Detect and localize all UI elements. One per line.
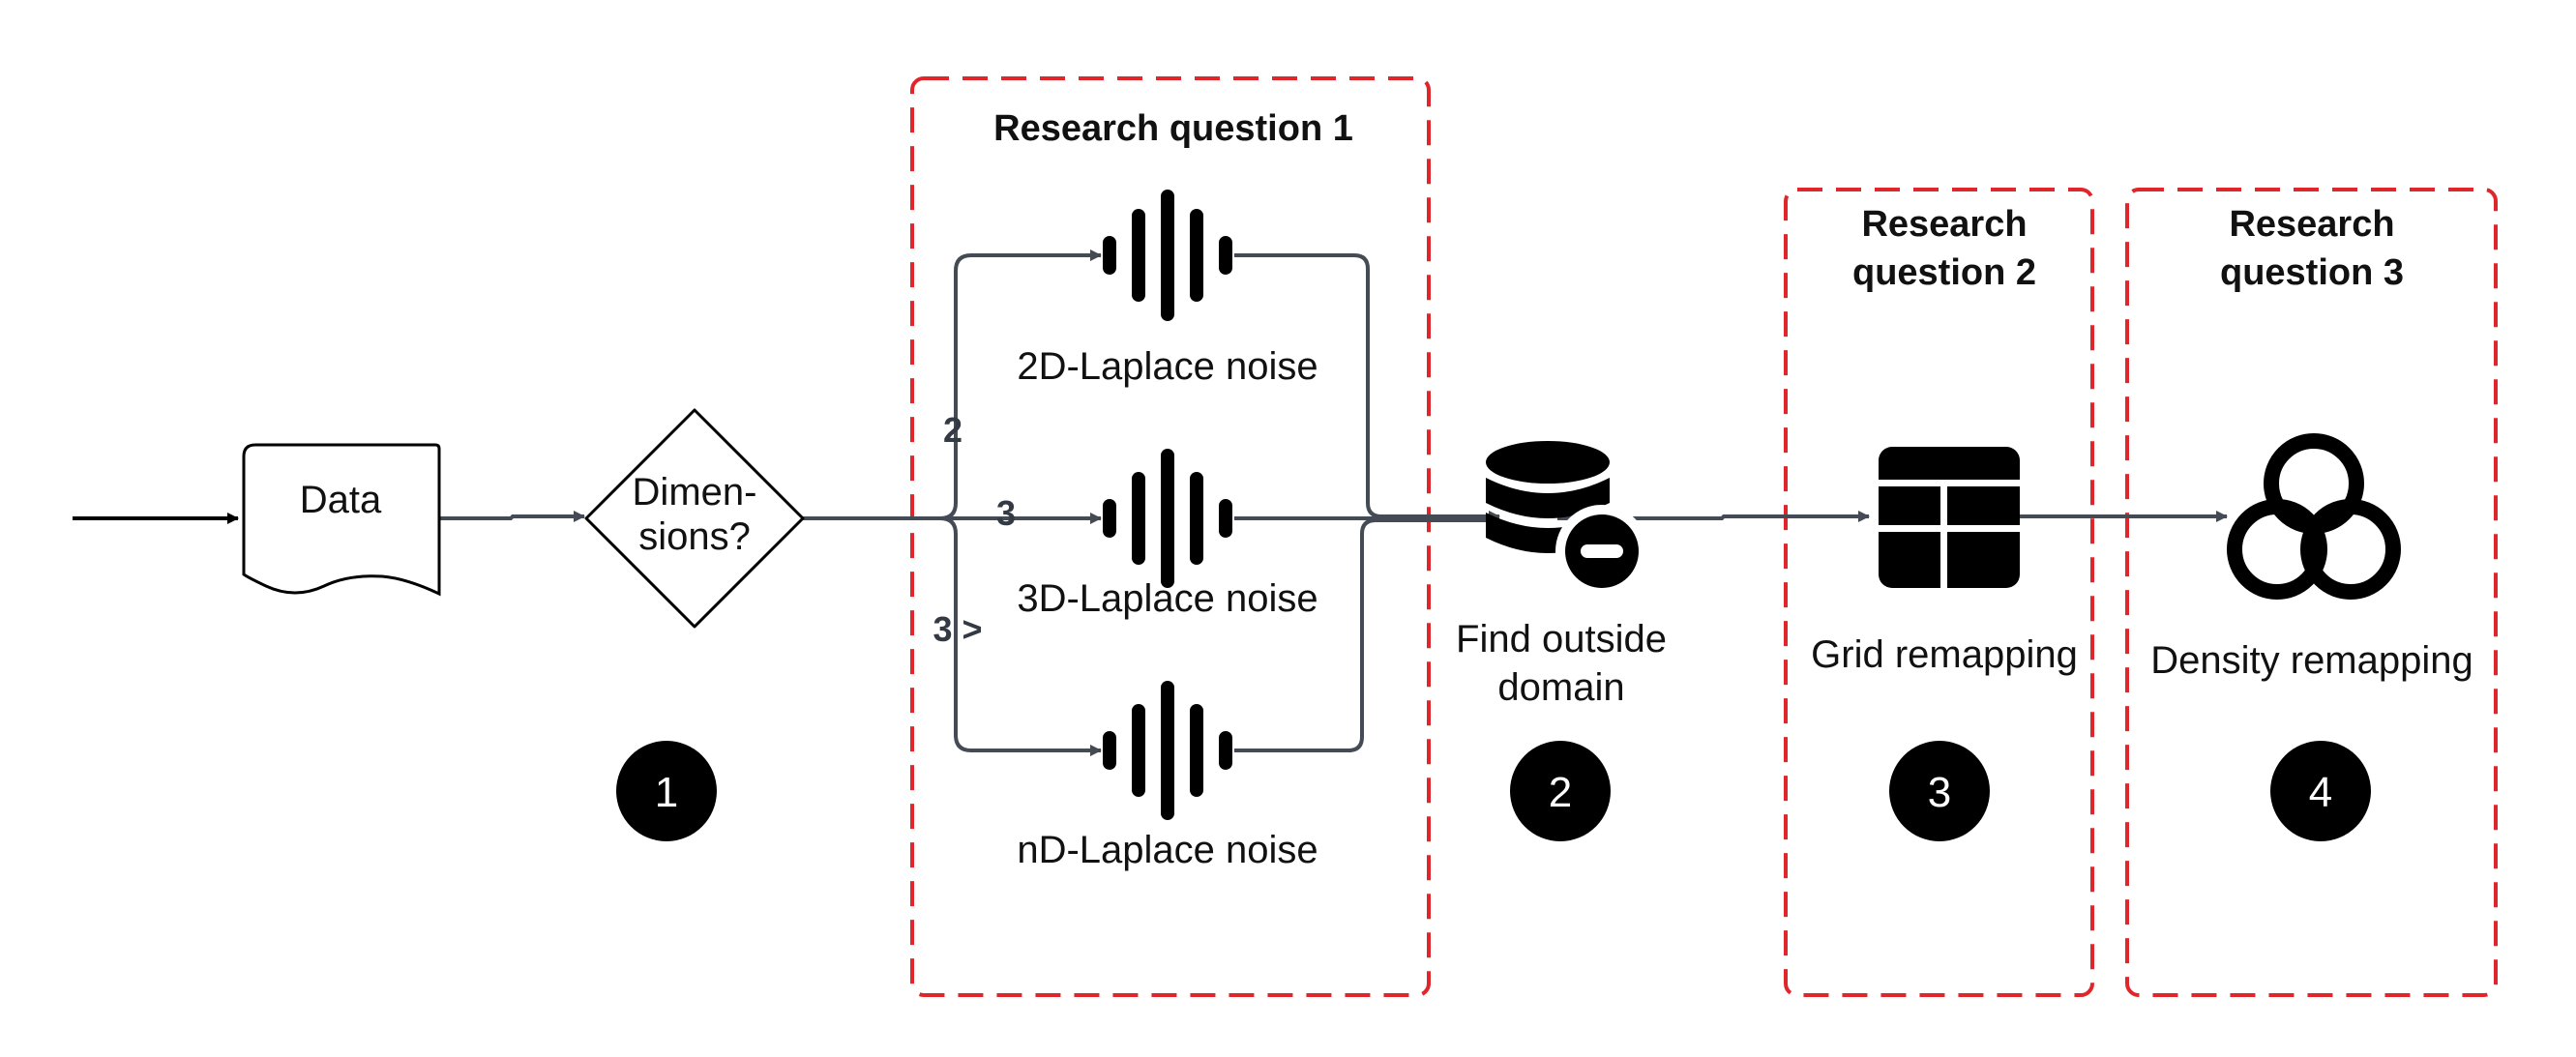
grid-remapping-label: Grid remapping [1811,633,2078,676]
outside-domain-label-line2: domain [1497,666,1624,709]
rq3-box [2125,188,2498,997]
outside-domain-label-line1: Find outside [1456,618,1667,661]
step-badge-1: 1 [616,741,717,841]
branch-nd-connector [939,516,1102,756]
edge-label-3: 3 [996,493,1016,533]
data-to-dimensions-connector [439,511,585,522]
svg-text:1: 1 [655,769,678,816]
rq2-title-line1: Research [1861,204,2027,245]
waveform-icon [1103,681,1232,820]
step-badge-4: 4 [2270,741,2371,841]
laplace-2d-label: 2D-Laplace noise [1017,345,1318,388]
rq2-box [1784,188,2094,997]
rq2-title-line2: question 2 [1852,252,2036,293]
step-badge-3: 3 [1889,741,1990,841]
laplace-nd-label: nD-Laplace noise [1017,829,1318,871]
laplace-3d-label: 3D-Laplace noise [1017,577,1318,620]
nd-out-connector [1234,518,1499,752]
rq1-box [910,76,1431,997]
outside-to-grid-connector [1557,511,1870,522]
dimensions-label-line1: Dimen- [633,471,757,514]
svg-text:4: 4 [2309,769,2332,816]
waveform-icon [1103,449,1232,588]
dimensions-node [584,408,805,629]
svg-text:3: 3 [1928,769,1951,816]
rq3-title-line1: Research [2229,204,2394,245]
svg-text:2: 2 [1549,769,1572,816]
grid-table-icon [1879,447,2020,588]
data-node [242,443,441,597]
overlapping-circles-icon [2227,433,2401,600]
rq3-title-line2: question 3 [2220,252,2404,293]
edge-label-more: 3 > [933,609,982,649]
step-badge-2: 2 [1510,741,1611,841]
rq1-title: Research question 1 [993,108,1353,149]
2d-out-connector [1234,253,1500,522]
data-label: Data [300,479,382,521]
edge-label-2: 2 [943,410,962,450]
waveform-icon [1103,190,1232,321]
density-remapping-label: Density remapping [2150,639,2473,682]
database-minus-icon [1486,441,1648,598]
dimensions-label-line2: sions? [638,515,751,558]
